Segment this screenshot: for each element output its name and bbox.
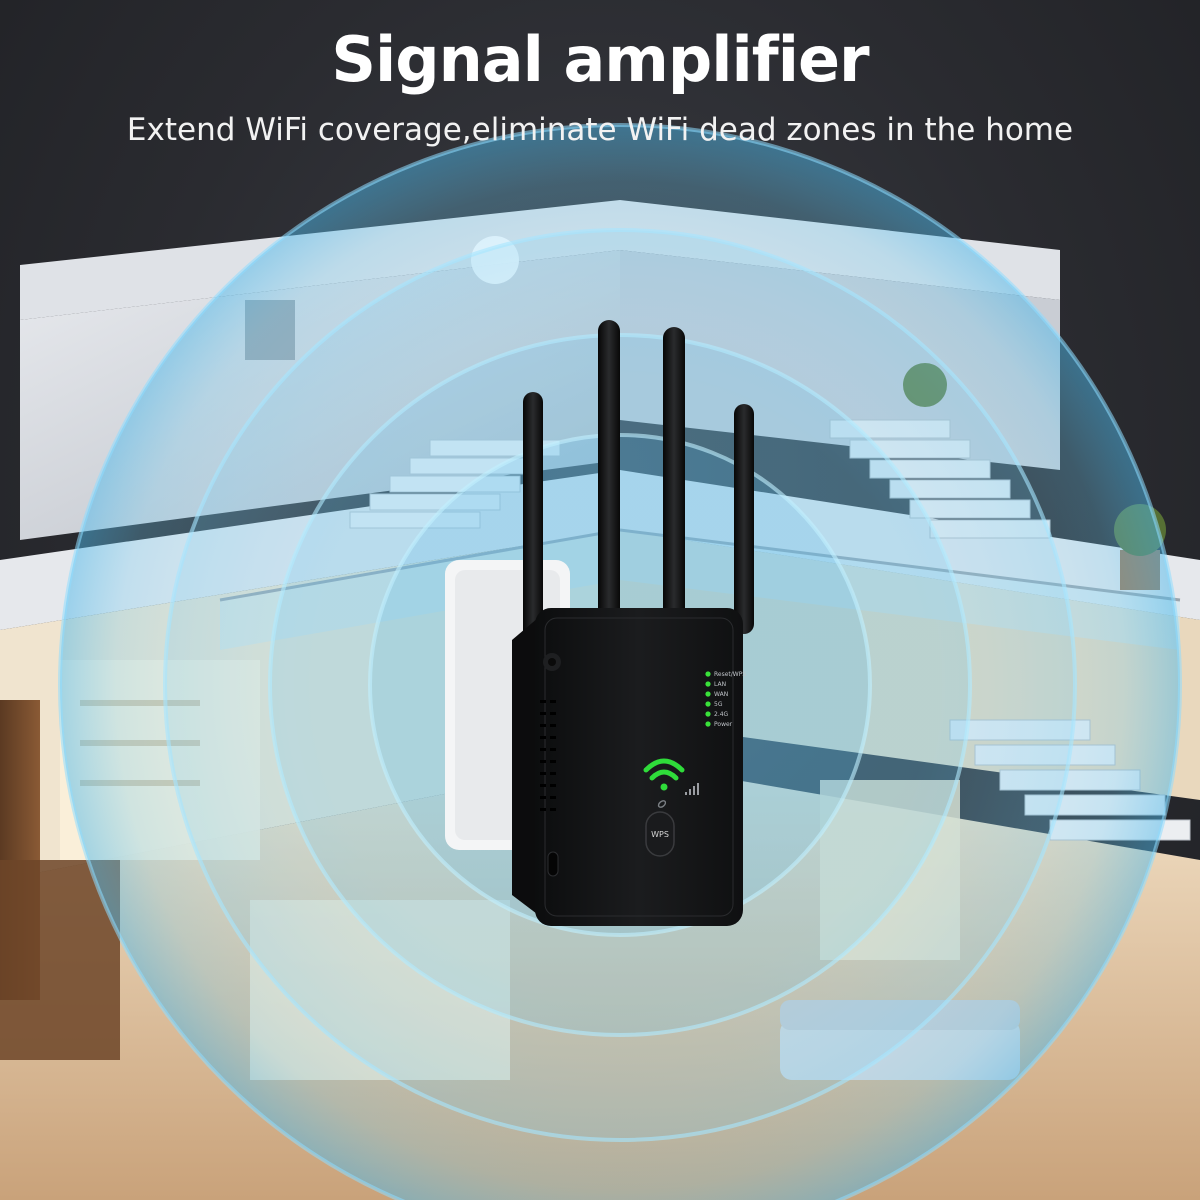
- air-vents: [540, 700, 556, 811]
- wps-button[interactable]: WPS: [645, 811, 675, 857]
- wifi-repeater: Reset/WPS LAN WAN 5G 2.4G Power: [512, 320, 754, 926]
- antenna-right: [734, 404, 754, 634]
- led-wan: [705, 691, 711, 697]
- signal-bars-icon: [685, 783, 699, 795]
- led-lan: [705, 681, 711, 687]
- antenna-group: [523, 320, 754, 672]
- led-5g: [705, 701, 711, 707]
- reset-hole: [547, 851, 559, 877]
- led-2-4g: [705, 711, 711, 717]
- led-label-2-4g: 2.4G: [714, 711, 729, 718]
- headline: Signal amplifier: [331, 23, 869, 96]
- antenna-center-right: [663, 327, 685, 627]
- antenna-center-left: [598, 320, 620, 620]
- led-label-power: Power: [714, 721, 733, 728]
- led-power: [705, 721, 711, 727]
- subline: Extend WiFi coverage,eliminate WiFi dead…: [126, 112, 1074, 148]
- led-reset-wps: [705, 671, 711, 677]
- wifi-icon: [643, 758, 685, 791]
- link-icon: [657, 800, 667, 808]
- antenna-left: [523, 392, 543, 672]
- wps-button-label: WPS: [651, 830, 669, 839]
- led-indicator-panel: Reset/WPS LAN WAN 5G 2.4G Power: [705, 671, 746, 728]
- led-label-lan: LAN: [714, 681, 726, 688]
- led-label-5g: 5G: [714, 701, 723, 708]
- led-label-wan: WAN: [714, 691, 728, 698]
- led-label-reset-wps: Reset/WPS: [714, 671, 746, 678]
